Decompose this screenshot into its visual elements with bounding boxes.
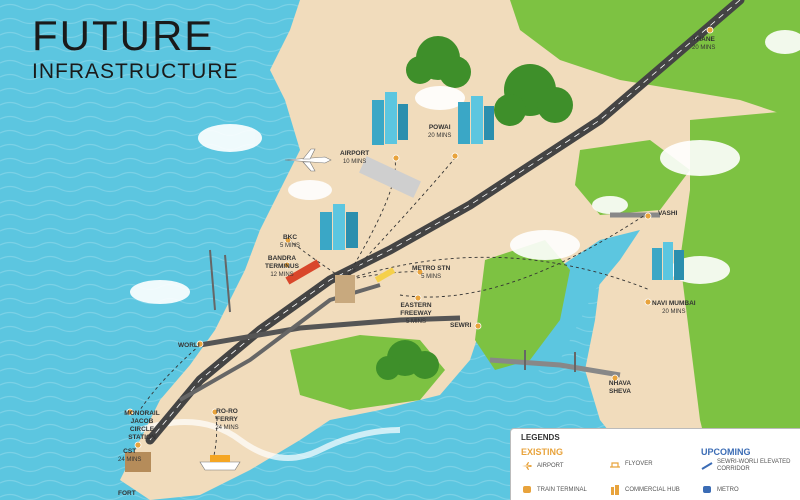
label-vashi: VASHI	[658, 210, 678, 217]
ferry-icon	[199, 455, 241, 471]
title-future: FUTURE	[32, 12, 215, 59]
surf	[139, 419, 401, 461]
legend-train-label: TRAIN TERMINAL	[537, 487, 587, 493]
metro-train	[374, 267, 396, 283]
location-pins	[126, 26, 714, 449]
buildings	[125, 92, 684, 472]
legend-airport-label: AIRPORT	[537, 463, 564, 469]
label-worli: WORLI	[178, 342, 200, 349]
bridge-towers	[209, 249, 576, 372]
title-infrastructure: INFRASTRUCTURE	[32, 60, 239, 83]
train-icon	[285, 259, 321, 285]
legend-upcoming-heading: UPCOMING	[701, 447, 751, 457]
legend-sewri-worli-label: SEWRI-WORLI ELEVATED CORRIDOR	[717, 459, 791, 472]
legend-metro-label: METRO	[717, 487, 739, 493]
corridor-legend-icon	[701, 462, 713, 470]
legend-panel: LEGENDS EXISTING UPCOMING AIRPORT FLYOVE…	[510, 428, 800, 500]
airport-legend-icon	[522, 462, 532, 470]
sewri-worli-corridor	[199, 315, 461, 348]
clouds	[130, 30, 800, 304]
green-mid	[475, 240, 570, 370]
green-north	[510, 0, 800, 120]
label-nhava-sheva: NHAVA SHEVA	[608, 380, 632, 395]
mumbai-land	[120, 0, 800, 500]
legend-existing-heading: EXISTING	[521, 447, 564, 457]
label-sewri: SEWRI	[450, 322, 472, 329]
commercial-legend-icon	[611, 485, 619, 495]
flyover-legend-icon	[610, 462, 620, 468]
green-east	[680, 110, 800, 500]
label-monorail: MONORAIL JACOB CIRCLE STATION	[124, 410, 160, 441]
train-legend-icon	[523, 486, 531, 493]
trans-harbour-link	[489, 357, 621, 378]
legend-title: LEGENDS	[521, 433, 560, 442]
legend-flyover-label: FLYOVER	[625, 461, 653, 467]
legend-commercial-label: COMMERCIAL HUB	[625, 487, 680, 493]
metro-legend-icon	[703, 486, 711, 493]
label-fort: FORT	[118, 490, 136, 497]
tree-clusters	[376, 36, 573, 380]
plane-icon	[284, 148, 332, 172]
